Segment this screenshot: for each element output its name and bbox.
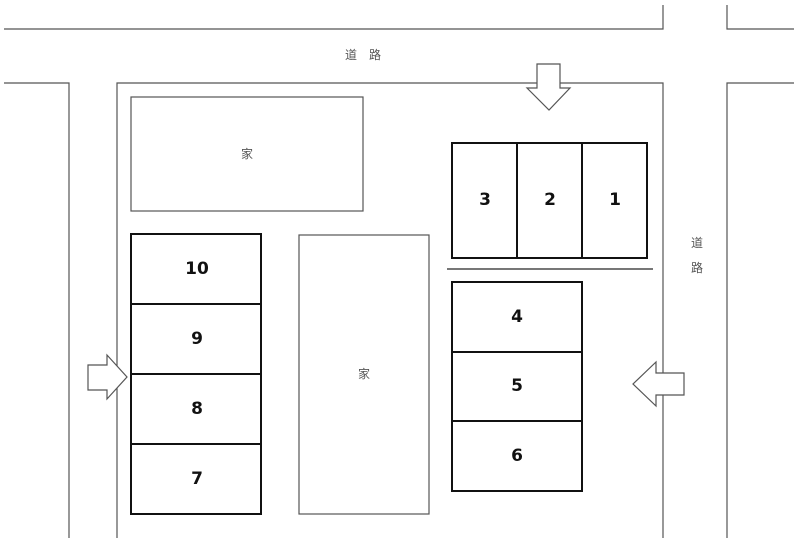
entrance-arrow-down-icon: [525, 63, 572, 111]
entrance-arrow-left-icon: [632, 360, 685, 408]
parking-space-7[interactable]: 7: [130, 443, 262, 515]
house-top: [130, 96, 364, 212]
parking-space-2[interactable]: 2: [516, 142, 583, 259]
entrance-arrow-right-icon: [87, 353, 128, 401]
parking-space-8[interactable]: 8: [130, 373, 262, 445]
lot-boundary: [116, 82, 664, 538]
road-label-right-2: 路: [691, 260, 703, 275]
parking-space-9[interactable]: 9: [130, 303, 262, 375]
space-number: 4: [511, 307, 523, 327]
parking-space-10[interactable]: 10: [130, 233, 262, 305]
space-number: 5: [511, 376, 523, 396]
parking-space-1[interactable]: 1: [581, 142, 648, 259]
house-center-label: 家: [358, 366, 370, 381]
parking-space-6[interactable]: 6: [451, 420, 583, 492]
road-label-right-1: 道: [691, 236, 703, 250]
road-edge-left-block: [4, 82, 70, 538]
parking-space-4[interactable]: 4: [451, 281, 583, 353]
road-edge-top-left: [4, 5, 664, 30]
house-top-label: 家: [241, 146, 253, 161]
space-number: 6: [511, 446, 523, 466]
road-edge-right-block: [726, 82, 794, 538]
space-number: 7: [191, 469, 203, 489]
space-number: 1: [609, 190, 621, 210]
space-number: 3: [479, 190, 491, 210]
road-edge-top-right: [726, 5, 794, 30]
space-number: 8: [191, 399, 203, 419]
space-number: 2: [544, 190, 556, 210]
parking-space-5[interactable]: 5: [451, 351, 583, 422]
space-number: 10: [185, 259, 209, 279]
house-center: [298, 234, 430, 515]
space-number: 9: [191, 329, 203, 349]
parking-space-3[interactable]: 3: [451, 142, 518, 259]
road-label-top: 道 路: [345, 47, 381, 62]
